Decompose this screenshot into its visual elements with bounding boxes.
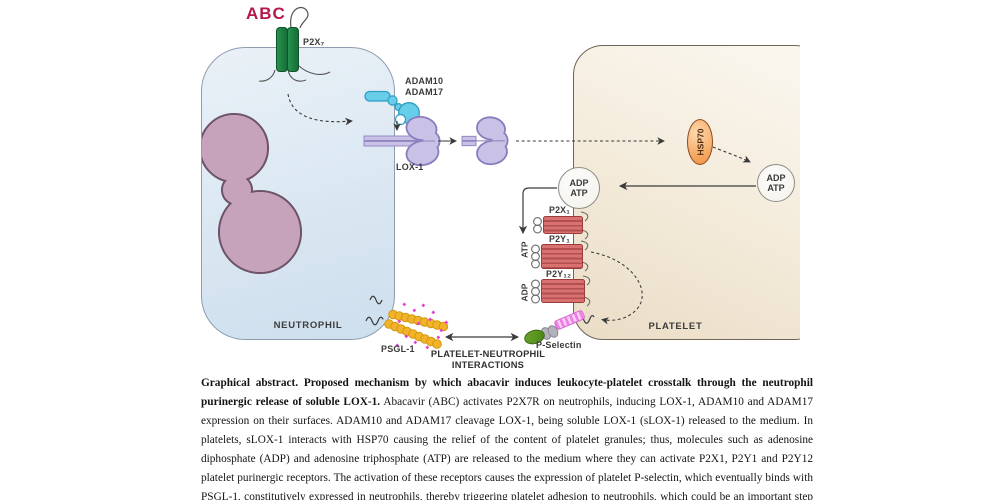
granule-adp-atp: ADP ATP [757, 164, 795, 202]
neutrophil-nucleus [201, 112, 302, 275]
membrane-granule-adp-text: ADP [569, 177, 589, 188]
receptor-to-pselectin-arrow [590, 251, 643, 325]
p2y12-receptor [541, 279, 585, 303]
p2y12-label: P2Y₁₂ [546, 268, 572, 279]
receptor-loops [531, 217, 542, 304]
slox1-molecule [461, 116, 509, 166]
p2x7-receptor-subunit [287, 27, 299, 72]
interactions-title: PLATELET-NEUTROPHIL INTERACTIONS [425, 349, 551, 371]
p2x1-label: P2X₁ [549, 205, 571, 215]
granule-atp-text: ATP [767, 183, 785, 193]
lox1-receptor [363, 115, 441, 167]
induction-dashed-arrow [287, 93, 353, 126]
adam10-label: ADAM10 [405, 76, 444, 86]
interactions-line1: PLATELET-NEUTROPHIL [430, 349, 546, 359]
psgl1-chains [384, 309, 449, 349]
interactions-line2: INTERACTIONS [451, 360, 525, 370]
adam17-label: ADAM17 [405, 86, 444, 97]
membrane-granule-atp-text: ATP [570, 188, 588, 198]
platelet-label: PLATELET [648, 321, 703, 332]
neutrophil-label: NEUTROPHIL [273, 320, 343, 331]
p2x7-tails [258, 65, 331, 82]
released-adp-atp: ADP ATP [518, 242, 531, 302]
lox1-label: LOX-1 [396, 162, 424, 172]
p2y1-label: P2Y₁ [549, 233, 571, 244]
hsp70-molecule: HSP70 [687, 119, 713, 165]
abc-label: ABC [246, 4, 286, 23]
abc-ligand-loop [290, 6, 309, 29]
hsp70-to-granule-arrow [712, 146, 751, 163]
neutrophil-cell [200, 47, 395, 340]
p2y1-receptor [541, 244, 583, 269]
p2x1-receptor [543, 216, 583, 234]
adp-atp-release-arrow [518, 187, 557, 235]
caption-body: Abacavir (ABC) activates P2X7R on neutro… [201, 396, 813, 500]
sparkle-dots [395, 302, 449, 350]
caption-bold: Graphical abstract. Proposed mechanism b… [201, 377, 813, 408]
p2x7-label: P2X₇ [303, 37, 325, 47]
diagram-area: ABC P2X₇ ADAM10 ADAM17 LOX-1 HSP70 ADP A… [200, 0, 800, 372]
released-atp-text: ATP [519, 241, 529, 258]
pselectin-label: P-Selectin [536, 340, 582, 350]
membrane-granule-adp-atp: ADP ATP [558, 167, 600, 209]
psgl1-label: PSGL-1 [381, 344, 415, 354]
released-adp-text: ADP [519, 283, 529, 302]
figure-caption: Graphical abstract. Proposed mechanism b… [201, 374, 813, 500]
hsp70-label: HSP70 [695, 128, 705, 156]
diagram-overlay [258, 6, 756, 350]
granule-adp-text: ADP [766, 172, 786, 183]
